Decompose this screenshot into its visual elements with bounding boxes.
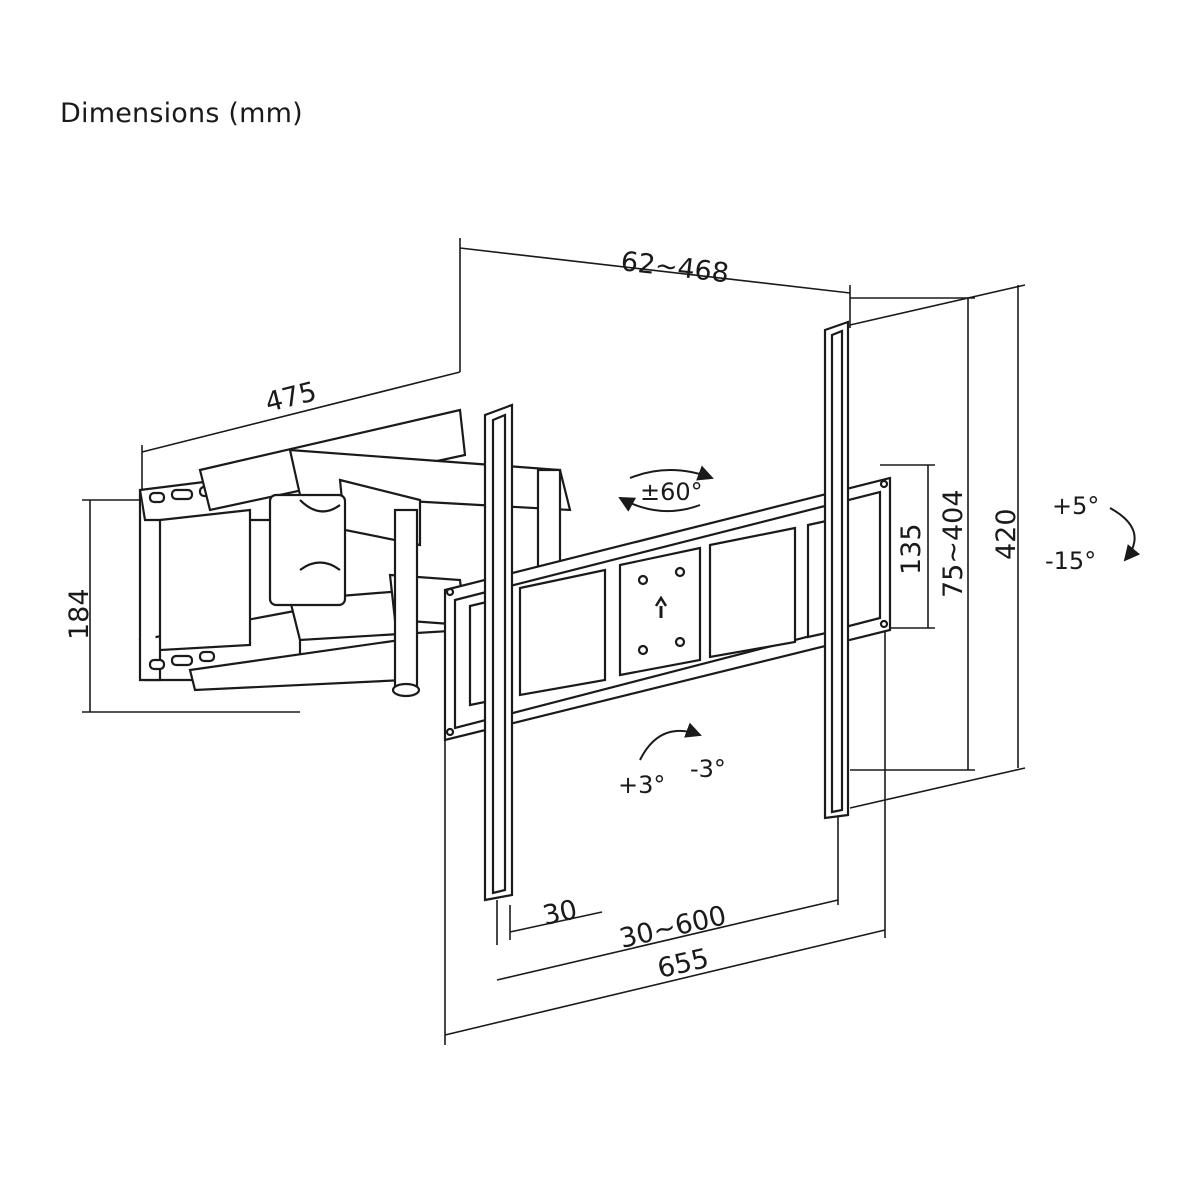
level-plus-label: +3° [618, 771, 665, 799]
vesa-horizontal-range-label: 30~600 [617, 900, 730, 955]
vesa-vertical-label: 135 [896, 523, 927, 575]
arm-extension-label: 62~468 [619, 246, 730, 289]
tv-bracket-height-label: 420 [991, 508, 1022, 560]
bottom-offset-label: 30 [540, 894, 580, 931]
vertical-brackets [483, 320, 850, 902]
swivel-angle-label: ±60° [640, 478, 703, 506]
wall-plate-height-label: 184 [64, 588, 95, 640]
swing-arms [198, 408, 572, 698]
angle-arrows [618, 465, 1141, 761]
dimension-lines [82, 238, 1026, 1045]
tilt-up-label: +5° [1052, 492, 1099, 520]
level-minus-label: -3° [690, 755, 726, 783]
tilt-down-label: -15° [1045, 547, 1096, 575]
wall-plate-width-label: 475 [262, 376, 320, 419]
tv-bracket-width-label: 655 [655, 943, 712, 985]
wall-plate [138, 468, 407, 692]
vesa-vertical-range-label: 75~404 [938, 489, 969, 598]
page-title: Dimensions (mm) [60, 98, 303, 129]
